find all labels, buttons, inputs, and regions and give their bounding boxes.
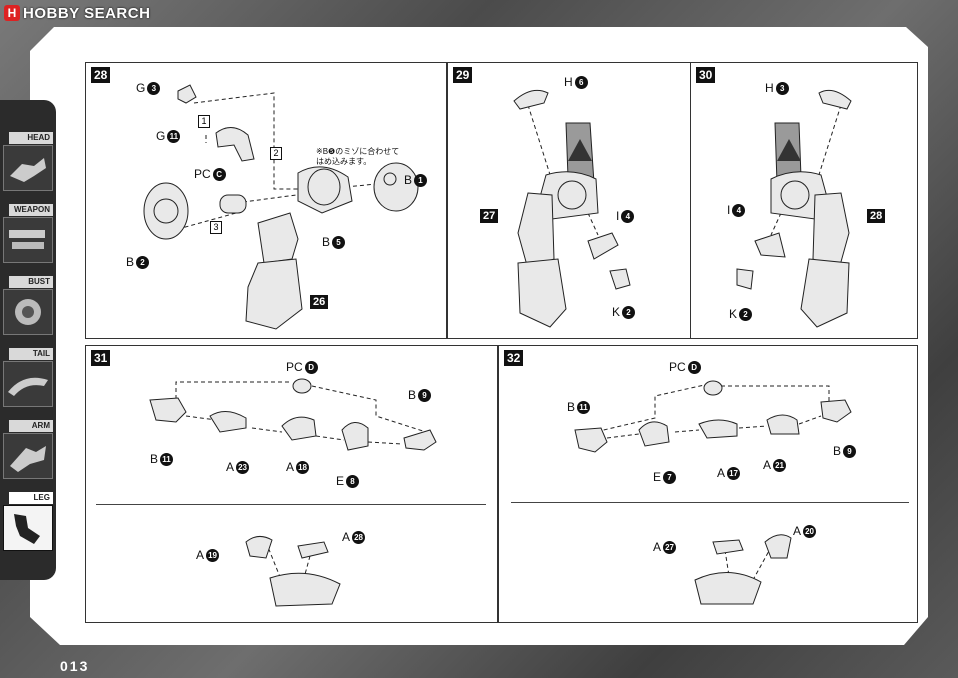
step-32-diagram [574, 380, 852, 605]
part-number: 28 [867, 209, 886, 223]
step-number: 32 [504, 350, 524, 366]
arm-icon [3, 433, 53, 479]
page-number: 013 [60, 658, 90, 674]
order-2: 2 [270, 147, 282, 160]
tab-arm[interactable]: ARM [3, 420, 53, 482]
note-line: はめ込みます。 [316, 157, 372, 166]
part-number: 26 [310, 295, 329, 309]
step-number: 31 [91, 350, 111, 366]
tab-bust[interactable]: BUST [3, 276, 53, 338]
tab-label: BUST [9, 276, 53, 288]
tab-label: LEG [9, 492, 53, 504]
step-number: 29 [453, 67, 473, 83]
assembly-note: ※B❺のミゾに合わせて はめ込みます。 [316, 147, 399, 167]
head-icon [3, 145, 53, 191]
step-number: 28 [91, 67, 111, 83]
step-29-diagram [513, 89, 631, 328]
weapon-icon [3, 217, 53, 263]
note-line: ※B❺のミゾに合わせて [316, 147, 400, 156]
step-31-diagram [149, 378, 437, 607]
tab-leg[interactable]: LEG [3, 492, 53, 554]
part-number: 27 [480, 209, 499, 223]
leg-icon [3, 505, 53, 551]
tab-label: HEAD [9, 132, 53, 144]
section-divider [511, 502, 909, 503]
site-logo[interactable]: H HOBBY SEARCH [4, 3, 150, 23]
order-1: 1 [198, 115, 210, 128]
tab-label: WEAPON [9, 204, 53, 216]
logo-mark: H [4, 5, 20, 21]
tab-head[interactable]: HEAD [3, 132, 53, 194]
order-3: 3 [210, 221, 222, 234]
logo-text: HOBBY SEARCH [23, 4, 151, 22]
section-divider [96, 504, 486, 505]
tail-icon [3, 361, 53, 407]
tab-label: TAIL [9, 348, 53, 360]
tab-tail[interactable]: TAIL [3, 348, 53, 410]
step-number: 30 [696, 67, 716, 83]
section-sidebar: HEAD WEAPON BUST TAIL ARM LEG [0, 100, 56, 580]
bust-icon [3, 289, 53, 335]
step-30-diagram [736, 89, 852, 328]
step-28-diagram [143, 84, 419, 330]
tab-label: ARM [9, 420, 53, 432]
tab-weapon[interactable]: WEAPON [3, 204, 53, 266]
